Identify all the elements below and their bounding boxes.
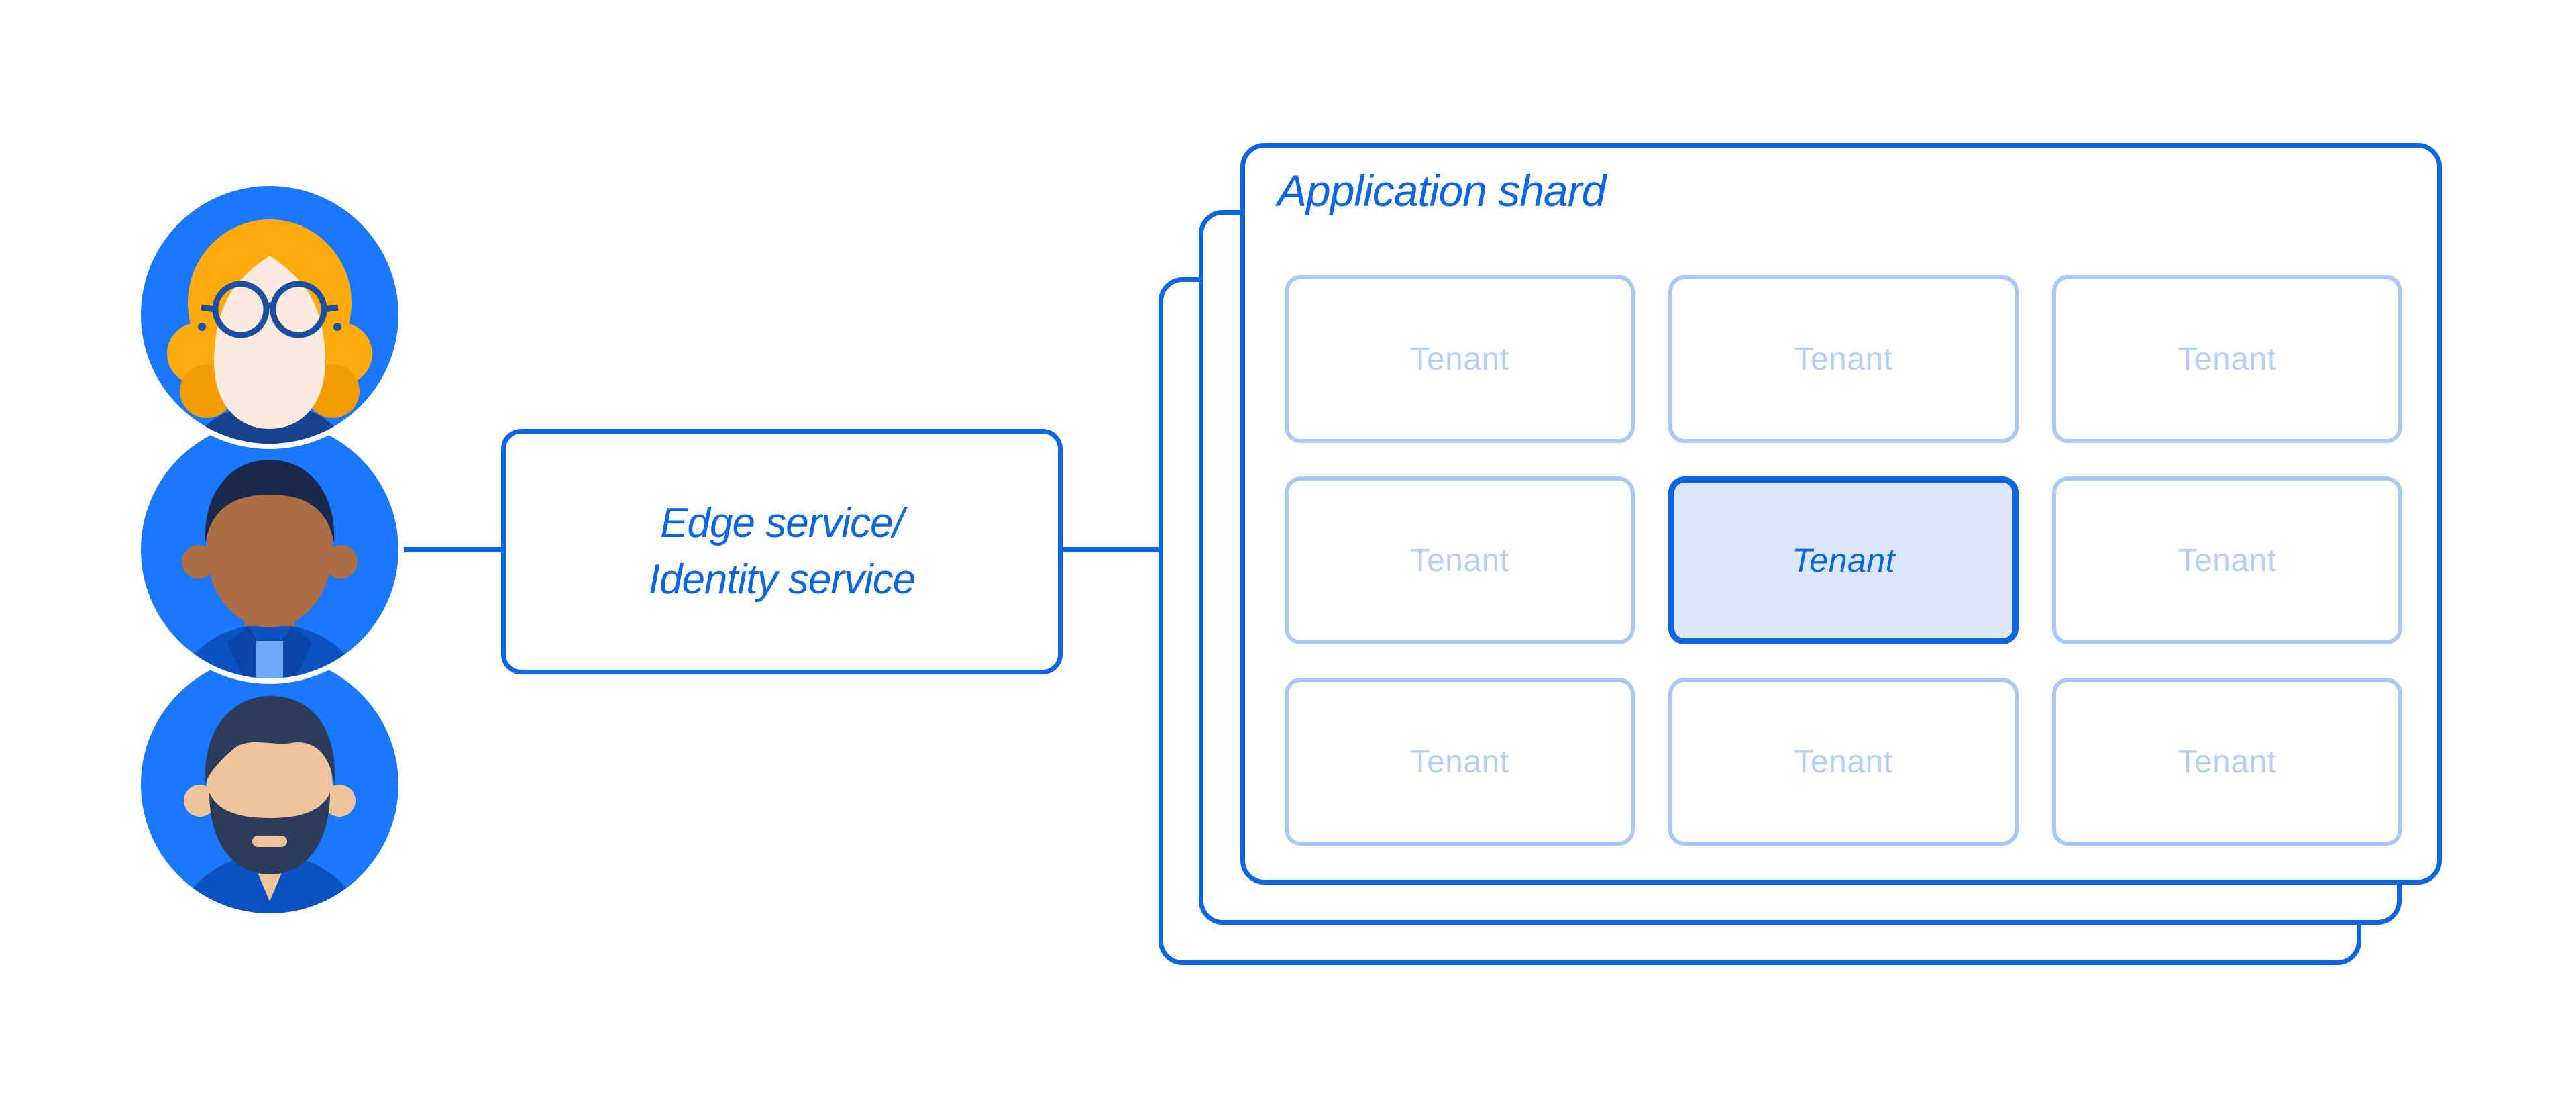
woman-with-glasses-icon: [136, 181, 404, 449]
tenant-label: Tenant: [1794, 744, 1893, 780]
tenant-label: Tenant: [1410, 744, 1509, 780]
man-icon: [136, 415, 404, 684]
tenant-box: Tenant: [1668, 275, 2019, 443]
tenant-label: Tenant: [1791, 542, 1896, 579]
edge-service-box: Edge service/ Identity service: [501, 429, 1063, 674]
tenant-label: Tenant: [1410, 542, 1509, 579]
tenant-label: Tenant: [2178, 542, 2277, 579]
tenant-label: Tenant: [2178, 744, 2277, 780]
connector-edge-to-shard: [1057, 547, 1162, 552]
avatar-bearded-man: [136, 650, 404, 919]
tenant-label: Tenant: [1410, 341, 1509, 377]
glasses-icon: [201, 281, 339, 338]
application-shard-card-front: Application shard Tenant Tenant Tenant T…: [1240, 143, 2442, 885]
tenant-box: Tenant: [2052, 678, 2402, 846]
application-shard-title: Application shard: [1277, 166, 1606, 215]
tenant-box-highlighted: Tenant: [1668, 476, 2019, 644]
tenant-box: Tenant: [1285, 476, 1635, 644]
tenant-box: Tenant: [1285, 275, 1635, 443]
connector-users-to-edge: [394, 547, 503, 552]
edge-service-label-line1: Edge service/: [660, 500, 904, 546]
tenant-box: Tenant: [2052, 275, 2402, 443]
avatar-man: [136, 415, 404, 684]
tenant-box: Tenant: [1668, 678, 2019, 846]
tenant-box: Tenant: [1285, 678, 1635, 846]
edge-service-label-line2: Identity service: [648, 556, 916, 603]
avatar-woman-glasses: [136, 181, 404, 449]
tenant-label: Tenant: [2178, 341, 2277, 377]
tenant-label: Tenant: [1794, 341, 1893, 377]
tenant-grid: Tenant Tenant Tenant Tenant Tenant Tenan…: [1285, 275, 2402, 846]
bearded-man-icon: [136, 650, 404, 919]
tenant-box: Tenant: [2052, 476, 2402, 644]
